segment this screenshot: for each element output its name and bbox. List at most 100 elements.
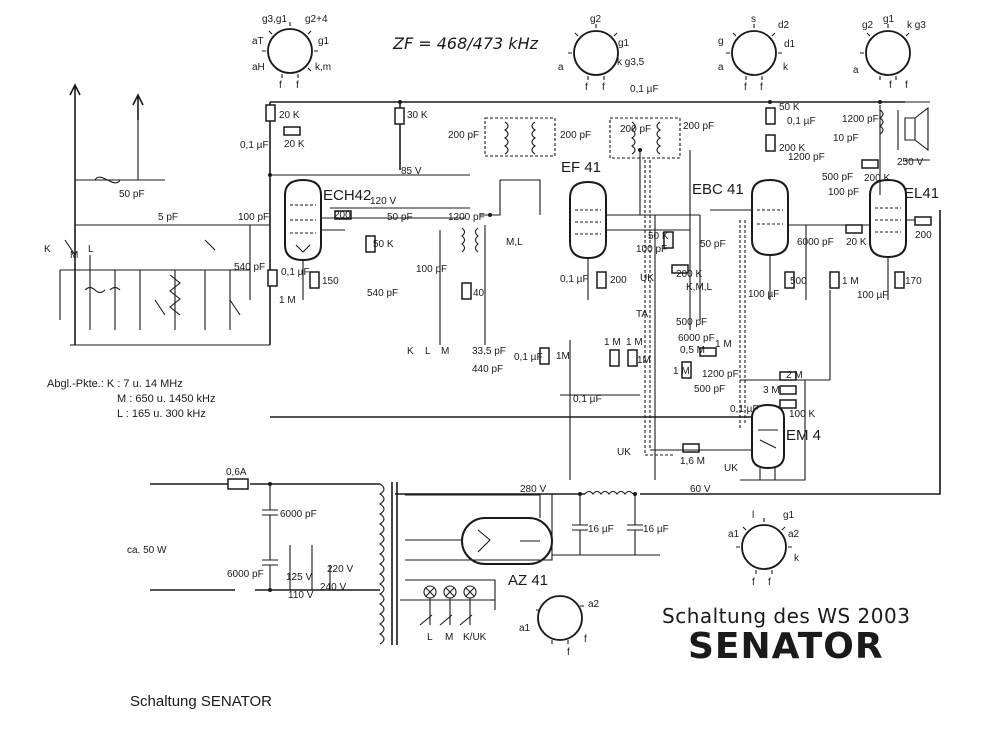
label-r-150: 150 (322, 276, 339, 287)
socket-az41 (536, 595, 584, 644)
socket-ef41 (568, 24, 619, 80)
pin-el41-5: f (905, 80, 908, 91)
alignment-m: M : 650 u. 1450 kHz (117, 393, 216, 405)
label-r-50k-b: 50 K (373, 239, 394, 250)
el41-label: EL41 (904, 185, 939, 202)
pin-ech42-7: f (296, 80, 299, 91)
label-power: ca. 50 W (127, 545, 167, 556)
em4-tube (751, 403, 785, 470)
pin-ech42-2: g1 (318, 36, 330, 47)
label-c-500: 500 pF (822, 172, 853, 183)
voltage-selector (262, 484, 331, 590)
label-band-kuk: K/UK (463, 632, 487, 643)
pin-ef41-1: g1 (618, 38, 630, 49)
label-sw-ml: M,L (506, 237, 523, 248)
label-c-100-c: 100 pF (416, 264, 447, 275)
label-sw-k2: K (407, 346, 414, 357)
label-sw-l2: L (425, 346, 431, 357)
label-c-335: 33,5 pF (472, 346, 506, 357)
filter-capacitors (552, 494, 660, 556)
label-r-1m-f: 1 M (842, 276, 859, 287)
label-c-1200-d: 1200 pF (702, 369, 739, 380)
label-r-50k-a: 50 K (779, 102, 800, 113)
label-sw-m: M (70, 250, 78, 261)
socket-em4 (736, 518, 792, 574)
label-uk: UK (640, 273, 654, 284)
pin-ech42-4: aH (252, 62, 265, 73)
pin-em4-4: k (794, 553, 800, 564)
label-c-16-a: 16 µF (588, 524, 614, 535)
signal-wiring (302, 150, 941, 490)
resistor-set (227, 104, 932, 490)
label-c-01-c: 0,1 µF (787, 116, 816, 127)
em4-label: EM 4 (786, 427, 821, 444)
pin-ef41-3: k g3,5 (617, 57, 645, 68)
label-r-1m-c: 1 M (673, 366, 690, 377)
label-r-200-c: 200 (915, 230, 932, 241)
pin-em4-0: l (752, 510, 754, 521)
label-c-500-b: 500 pF (676, 317, 707, 328)
label-v-110: 110 V (288, 590, 314, 601)
label-r-1m-a: 1 M (279, 295, 296, 306)
label-sw-l: L (88, 244, 94, 255)
label-r-200k-c: 200 K (676, 269, 702, 280)
socket-el41 (860, 24, 911, 80)
ef41-label: EF 41 (561, 159, 601, 176)
label-v-220: 220 V (327, 564, 353, 575)
label-r-1m-d: 1 M (604, 337, 621, 348)
pin-ebc41-4: a (718, 62, 724, 73)
label-c-50-b: 50 pF (387, 212, 413, 223)
diagram-model-name: SENATOR (688, 626, 884, 667)
pin-ebc41-3: d1 (784, 39, 796, 50)
label-c-6000-b: 6000 pF (797, 237, 834, 248)
label-c-1200-a: 1200 pF (842, 114, 879, 125)
if-transformer-1 (484, 117, 556, 157)
pin-ef41-0: g2 (590, 14, 602, 25)
label-r-1m-h: 1M (637, 355, 651, 366)
shielded-wires (644, 160, 746, 456)
if-transformer-2 (609, 117, 681, 159)
component-labels: 20 K 20 K 0,1 µF 30 K 200 pF 200 pF 200 … (44, 84, 932, 643)
if-frequency-label: ZF = 468/473 kHz (393, 34, 538, 53)
label-c-01-b: 0,1 µF (630, 84, 659, 95)
pin-az41-3: f (584, 634, 587, 645)
label-r-20k-b: 20 K (284, 139, 305, 150)
dial-lamps (419, 579, 495, 626)
input-coil-bank (59, 225, 270, 346)
label-c-100u: 100 µF (748, 289, 779, 300)
label-v-120: 120 V (370, 196, 396, 207)
pin-ebc41-2: g (718, 36, 724, 47)
junction-dots (268, 100, 882, 592)
label-fuse: 0,6A (226, 467, 247, 478)
pin-el41-0: g2 (862, 20, 874, 31)
pin-ech42-5: k,m (315, 62, 331, 73)
label-c-01-g: 0,1 µF (573, 394, 602, 405)
label-r-100k: 100 K (789, 409, 815, 420)
antenna-input (69, 83, 270, 345)
label-c-1200-c: 1200 pF (448, 212, 485, 223)
label-c-100-b: 100 pF (238, 212, 269, 223)
label-c-16-b: 16 µF (643, 524, 669, 535)
pin-el41-4: f (889, 80, 892, 91)
figure-caption: Schaltung SENATOR (130, 693, 273, 710)
label-r-200: 200 (334, 210, 351, 221)
label-c-5: 5 pF (158, 212, 178, 223)
label-c-01-h: 0,1 µF (730, 404, 759, 415)
label-c-200-a: 200 pF (448, 130, 479, 141)
label-v-240: 240 V (320, 582, 346, 593)
pin-ebc41-0: s (751, 14, 756, 25)
label-r-05m: 0,5 M (680, 345, 705, 356)
label-c-50-c: 50 pF (700, 239, 726, 250)
label-c-01-e: 0,1 µF (560, 274, 589, 285)
pin-el41-2: k g3 (907, 20, 926, 31)
label-c-540-a: 540 pF (234, 262, 265, 273)
label-c-200-c: 200 pF (620, 124, 651, 135)
label-v-85: 85 V (401, 166, 422, 177)
pin-ebc41-7: f (760, 82, 763, 93)
az41-label: AZ 41 (508, 572, 548, 589)
label-r-500: 500 (790, 276, 807, 287)
label-c-6000-d: 6000 pF (227, 569, 264, 580)
label-r-2m: 2 M (786, 370, 803, 381)
label-v-250: 250 V (897, 157, 923, 168)
